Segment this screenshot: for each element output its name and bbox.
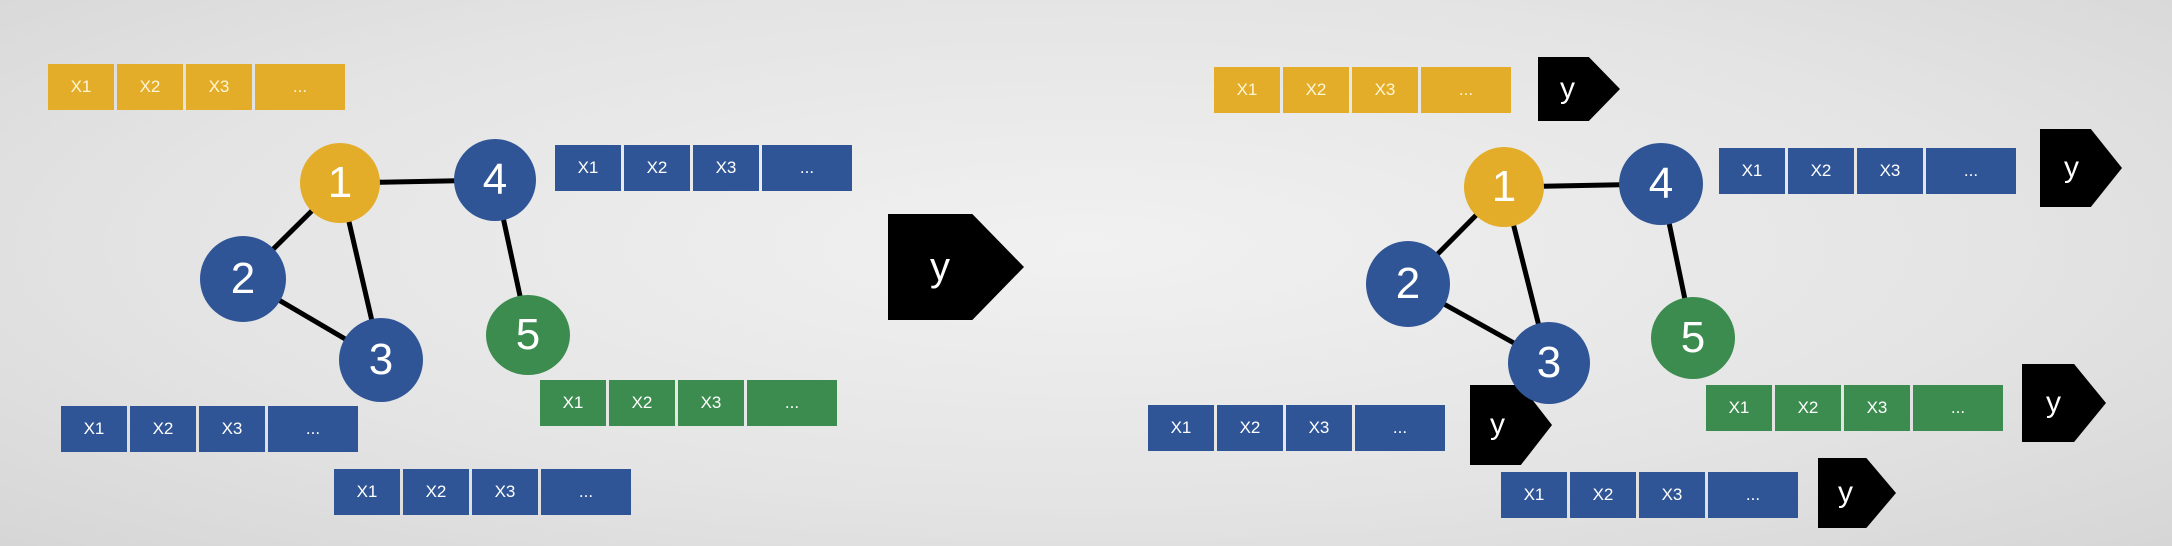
graph-node-3: 3 (339, 318, 423, 402)
output-label: y (930, 244, 950, 289)
feature-cell: X2 (403, 469, 469, 515)
feature-cell: X3 (693, 145, 759, 191)
feature-cell: X1 (555, 145, 621, 191)
feature-cell: X3 (199, 406, 265, 452)
graph-node-3: 3 (1508, 322, 1590, 404)
feature-cell: X3 (1352, 67, 1418, 113)
feature-vector-node-4: X1 X2 X3 ... (555, 145, 852, 191)
feature-cell: X2 (1217, 405, 1283, 451)
feature-vector-node-1: X1 X2 X3 ... (1214, 67, 1511, 113)
feature-vector-node-5: X1 X2 X3 ... (540, 380, 837, 426)
feature-vector-node-3: X1 X2 X3 ... (334, 469, 631, 515)
feature-cell: X2 (1283, 67, 1349, 113)
output-label: y (2064, 151, 2079, 184)
feature-vector-node-1: X1 X2 X3 ... (48, 64, 345, 110)
feature-cell: ... (1355, 405, 1445, 451)
feature-vector-node-2: X1 X2 X3 ... (1148, 405, 1445, 451)
output-label: y (2046, 386, 2061, 419)
output-label: y (1560, 72, 1575, 105)
output-label: y (1490, 408, 1505, 441)
feature-cell: X2 (130, 406, 196, 452)
feature-cell: X2 (624, 145, 690, 191)
graph-node-2: 2 (200, 236, 286, 322)
feature-vector-node-4: X1 X2 X3 ... (1719, 148, 2016, 194)
feature-cell: ... (1421, 67, 1511, 113)
feature-cell: ... (762, 145, 852, 191)
feature-cell: X3 (472, 469, 538, 515)
feature-cell: ... (1708, 472, 1798, 518)
feature-cell: X1 (1706, 385, 1772, 431)
feature-cell: ... (1913, 385, 2003, 431)
graph-node-5: 5 (486, 295, 570, 375)
feature-vector-node-2: X1 X2 X3 ... (61, 406, 358, 452)
feature-cell: X2 (609, 380, 675, 426)
feature-cell: X1 (1501, 472, 1567, 518)
feature-cell: X2 (117, 64, 183, 110)
feature-cell: X2 (1788, 148, 1854, 194)
feature-cell: X3 (1844, 385, 1910, 431)
feature-cell: X3 (186, 64, 252, 110)
feature-cell: X3 (1639, 472, 1705, 518)
output-label: y (1838, 476, 1853, 509)
feature-cell: X2 (1775, 385, 1841, 431)
feature-cell: X3 (1857, 148, 1923, 194)
feature-cell: X3 (1286, 405, 1352, 451)
feature-cell: X3 (678, 380, 744, 426)
feature-cell: X1 (48, 64, 114, 110)
graph-node-4: 4 (454, 139, 536, 221)
graph-node-4: 4 (1619, 143, 1703, 225)
feature-cell: X2 (1570, 472, 1636, 518)
feature-cell: ... (541, 469, 631, 515)
feature-cell: ... (255, 64, 345, 110)
feature-cell: X1 (61, 406, 127, 452)
feature-vector-node-3: X1 X2 X3 ... (1501, 472, 1798, 518)
feature-cell: ... (268, 406, 358, 452)
graph-node-1: 1 (300, 143, 380, 223)
feature-cell: X1 (1148, 405, 1214, 451)
graph-node-5: 5 (1651, 297, 1735, 379)
feature-cell: ... (1926, 148, 2016, 194)
feature-cell: X1 (1214, 67, 1280, 113)
feature-cell: X1 (1719, 148, 1785, 194)
feature-cell: X1 (540, 380, 606, 426)
feature-cell: X1 (334, 469, 400, 515)
feature-vector-node-5: X1 X2 X3 ... (1706, 385, 2003, 431)
feature-cell: ... (747, 380, 837, 426)
graph-node-1: 1 (1464, 147, 1544, 227)
graph-node-2: 2 (1366, 241, 1450, 327)
